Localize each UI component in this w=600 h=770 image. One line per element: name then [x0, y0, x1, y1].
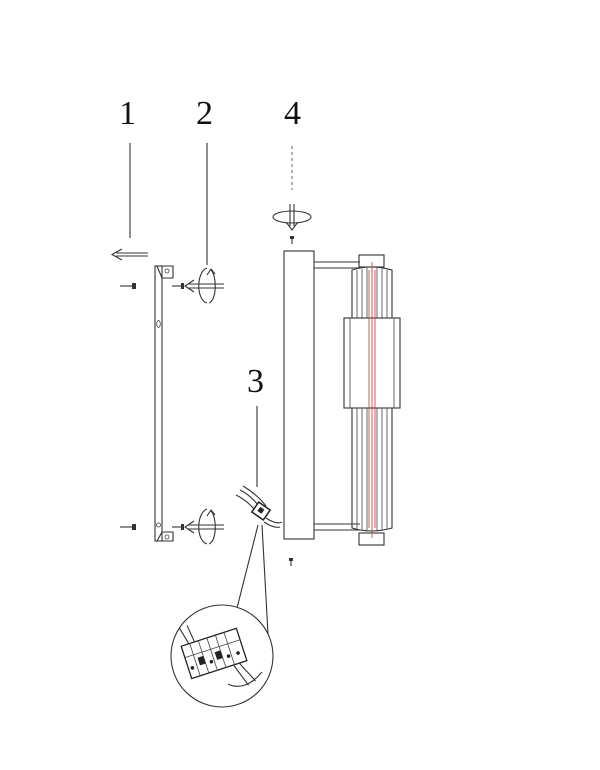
step-label-3: 3	[247, 363, 264, 400]
screw-icon	[120, 283, 136, 289]
wire-connector	[235, 485, 283, 528]
arrow-left-icon	[110, 248, 148, 261]
rotate-arrow-icon	[198, 267, 216, 304]
screw-icon	[290, 236, 294, 244]
arrow-left-icon	[184, 279, 224, 293]
rotate-arrow-icon	[198, 508, 216, 545]
screw-icon	[172, 283, 184, 289]
screw-icon	[172, 524, 184, 530]
arrow-left-icon	[184, 520, 224, 534]
lamp-arm-top	[314, 261, 360, 269]
mounting-bracket	[154, 265, 174, 542]
lamp-body	[343, 254, 401, 546]
screw-icon	[289, 558, 293, 566]
connector-detail-magnifier	[170, 604, 274, 708]
callout-line	[235, 524, 259, 613]
rotate-arrow-icon	[272, 204, 312, 231]
screw-icon	[120, 524, 136, 530]
wall-plate	[283, 250, 315, 540]
callout-line	[261, 524, 269, 635]
lamp-arm-bottom	[314, 523, 360, 531]
step-label-2: 2	[196, 95, 213, 132]
step-label-4: 4	[284, 95, 301, 132]
step-label-1: 1	[119, 95, 136, 132]
